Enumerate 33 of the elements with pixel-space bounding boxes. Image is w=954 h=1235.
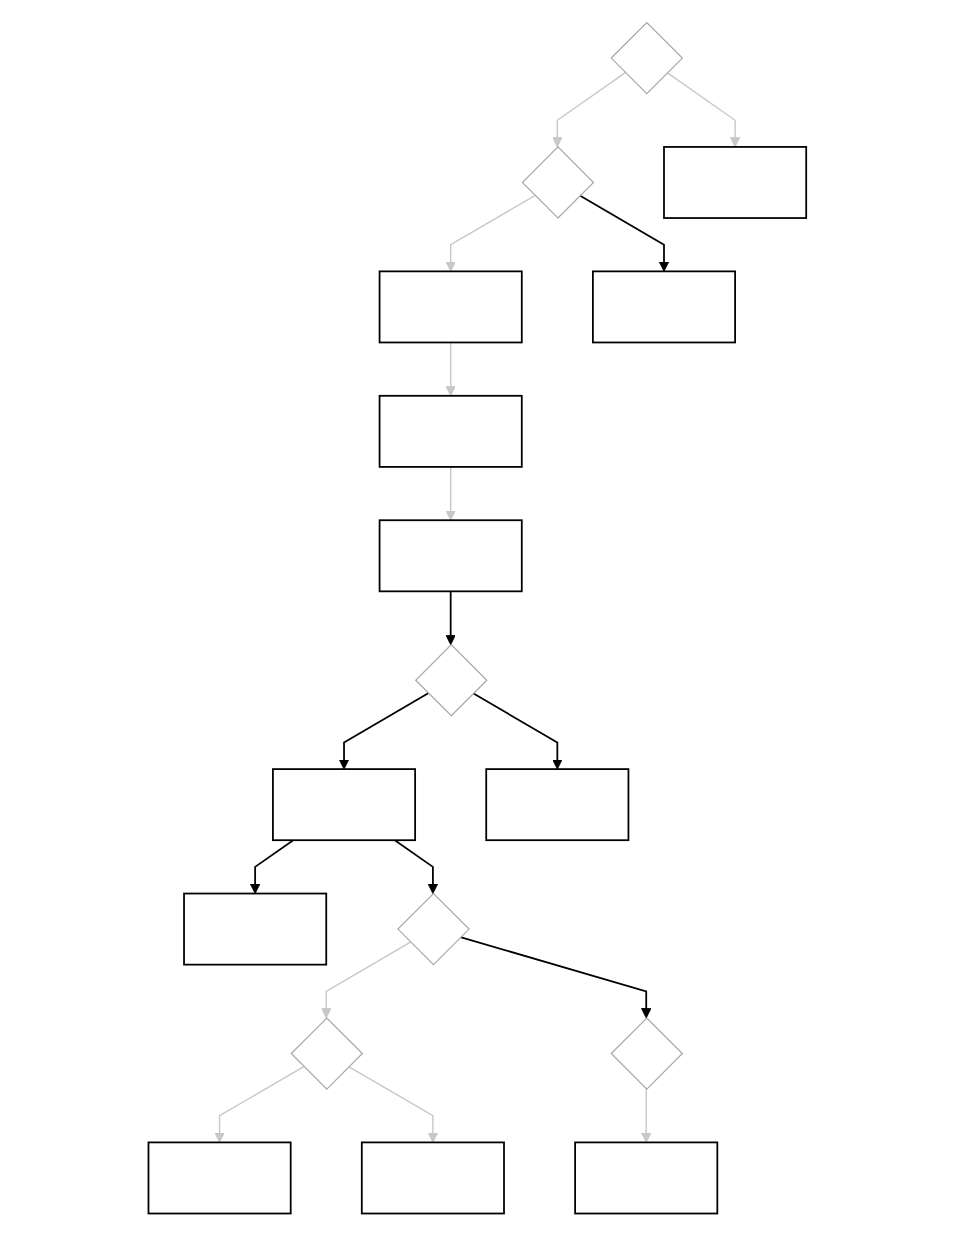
decision-diamond: [414, 643, 488, 717]
arrow: [578, 194, 669, 272]
decision-diamond: [521, 145, 594, 219]
decision-diamond: [290, 1016, 363, 1090]
decision-diamond: [610, 21, 683, 94]
process-box: [271, 767, 416, 841]
decision-diamond: [610, 1016, 683, 1090]
arrow: [249, 838, 294, 894]
arrow: [445, 341, 456, 396]
arrow: [471, 691, 563, 770]
process-box: [591, 269, 736, 343]
arrow: [459, 935, 652, 1018]
arrow: [640, 1087, 652, 1143]
decision-diamond: [396, 892, 470, 965]
arrow: [666, 71, 740, 147]
process-box: [182, 892, 327, 966]
arrow: [338, 691, 429, 770]
process-box: [378, 269, 523, 343]
arrow: [551, 71, 626, 147]
process-box: [360, 1141, 505, 1214]
process-box: [485, 767, 629, 841]
arrow: [445, 465, 456, 521]
process-box: [378, 394, 523, 468]
arrow: [393, 838, 438, 894]
arrow: [320, 941, 411, 1018]
process-box: [662, 145, 807, 219]
arrow: [347, 1065, 438, 1143]
arrow: [214, 1065, 305, 1143]
process-box: [573, 1141, 718, 1214]
arrow: [445, 194, 536, 272]
process-box: [378, 518, 523, 592]
process-box: [147, 1141, 292, 1214]
arrow: [445, 589, 456, 645]
